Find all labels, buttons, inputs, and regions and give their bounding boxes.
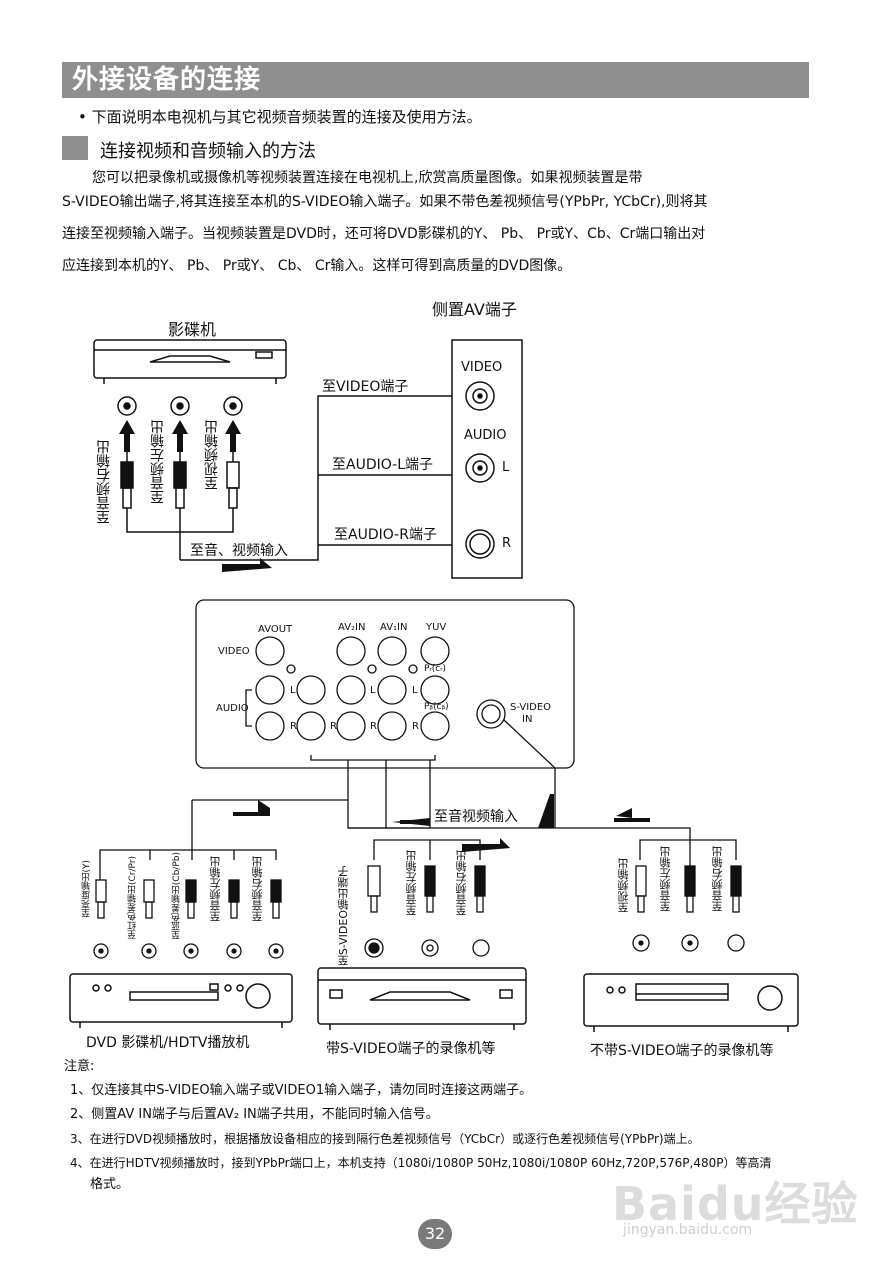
cable-label: 至音频右输出 (96, 440, 112, 524)
rear-r-label: R (370, 721, 377, 732)
vcr-cable-label: 至视频输出 (617, 858, 630, 913)
vcr-cable-label: 至音频左输出 (659, 846, 672, 912)
paragraph-line: 应连接到本机的Y、 Pb、 Pr或Y、 Cb、 Cr输入。这样可得到高质量的DV… (62, 258, 572, 274)
side-av-label: 侧置AV端子 (432, 300, 517, 319)
rear-r-label: R (412, 721, 419, 732)
vcr (583, 973, 799, 1032)
dvd-caption: DVD 影碟机/HDTV播放机 (86, 1035, 250, 1051)
note-item: 2、侧置AV IN端子与后置AV₂ IN端子共用，不能同时输入信号。 (70, 1107, 439, 1122)
panel-audio-label: AUDIO (464, 428, 507, 443)
paragraph-line: 连接至视频输入端子。当视频装置是DVD时，还可将DVD影碟机的Y、 Pb、 Pr… (62, 226, 706, 242)
svhs-cable-label: 至音频左输出 (405, 850, 418, 916)
side-av-panel (451, 339, 523, 579)
dvd-label: 影碟机 (168, 320, 217, 339)
rca-plug-2 (173, 450, 187, 509)
rca-plug-3 (226, 450, 240, 509)
note-item: 1、仅连接其中S-VIDEO输入端子或VIDEO1输入端子，请勿同时连接这两端子… (70, 1083, 533, 1098)
to-video-label: 至VIDEO端子 (322, 379, 409, 395)
av2in-label: AV₂IN (338, 622, 366, 633)
section-heading: 连接视频和音频输入的方法 (100, 141, 316, 162)
svhs-cable-label: 至音频右输出 (455, 850, 468, 916)
note-item: 3、在进行DVD视频播放时，根据播放设备相应的接到隔行色差视频信号（YCbCr）… (70, 1132, 700, 1146)
rca-plug-1 (120, 450, 134, 509)
section-marker (62, 136, 88, 160)
yuv-label: YUV (426, 622, 447, 633)
note-item: 格式。 (90, 1177, 130, 1192)
intro-bullet: • 下面说明本电视机与其它视频音频装置的连接及使用方法。 (78, 108, 482, 126)
dvd-cable-label: 至蓝色差输出(Cb/Pb) (172, 852, 182, 940)
svhs-plugs (367, 865, 486, 913)
rear-l-label: L (412, 685, 418, 696)
svideo-in-label: IN (522, 714, 533, 725)
dvd-player-top (93, 339, 287, 379)
svhs-cable-label: 至S-VIDEO输出端子 (337, 866, 350, 967)
svhs-caption: 带S-VIDEO端子的录像机等 (326, 1041, 496, 1057)
av1in-label: AV₁IN (380, 622, 408, 633)
pr-label: Pᵣ(cᵣ) (424, 664, 447, 674)
to-audio-r-label: 至AUDIO-R端子 (334, 527, 437, 543)
rear-panel (195, 599, 575, 769)
dvd-cable-label: 至红色差输出(Cr/Pr) (128, 856, 138, 940)
svideo-in-label: S-VIDEO (510, 702, 552, 713)
vcr-cable-label: 至音频右输出 (711, 846, 724, 912)
dvd-cable-label: 至音频右输出 (251, 856, 264, 922)
vcr-caption: 不带S-VIDEO端子的录像机等 (590, 1043, 774, 1059)
svhs-vcr (317, 967, 527, 1030)
dvd-player-bottom (69, 973, 293, 1028)
notes-heading: 注意: (64, 1059, 95, 1074)
rear-l-label: L (370, 685, 376, 696)
rear-l-label: L (290, 685, 296, 696)
page-number: 32 (418, 1219, 452, 1249)
avout-label: AVOUT (258, 624, 293, 635)
panel-r-label: R (502, 536, 512, 551)
watermark-logo: Baidu经验 (612, 1177, 859, 1231)
pb-label: Pᵦ(cᵦ) (424, 702, 449, 712)
dvd-plugs (95, 879, 282, 919)
page-title: 外接设备的连接 (72, 65, 262, 95)
dvd-cable-label: 至亮度输出(Y) (82, 860, 92, 918)
to-audio-l-label: 至AUDIO-L端子 (332, 457, 433, 473)
paragraph-line: 您可以把录像机或摄像机等视频装置连接在电视机上,欣赏高质量图像。如果视频装置是带 (92, 170, 643, 186)
dvd-cable-label: 至音频左输出 (209, 856, 222, 922)
panel-l-label: L (502, 460, 510, 475)
rear-r-label: R (330, 721, 337, 732)
note-item: 4、在进行HDTV视频播放时，接到YPbPr端口上，本机支持（1080i/108… (70, 1156, 772, 1170)
rear-r-label: R (290, 721, 297, 732)
panel-video-label: VIDEO (461, 360, 503, 375)
paragraph-line: S-VIDEO输出端子,将其连接至本机的S-VIDEO输入端子。如果不带色差视频… (62, 194, 708, 210)
to-av-input-label: 至音视频输入 (434, 809, 518, 825)
rear-audio-label: AUDIO (216, 703, 249, 714)
cable-label: 至音频左输出 (150, 420, 166, 504)
to-av-input-label: 至音、视频输入 (190, 543, 288, 559)
cable-label: 至视频输出 (204, 420, 220, 490)
rear-video-label: VIDEO (218, 646, 250, 657)
title-bar (62, 62, 809, 98)
vcr-plugs (635, 865, 742, 913)
watermark-url: jingyan.baidu.com (623, 1222, 753, 1238)
